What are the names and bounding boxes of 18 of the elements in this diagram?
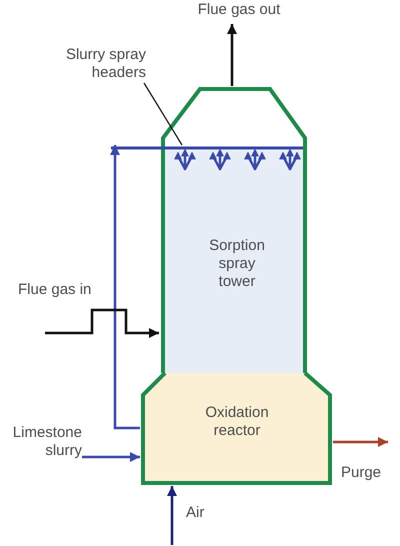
edge-label: Purge	[341, 464, 382, 482]
spray-header	[110, 145, 305, 172]
arrow	[45, 308, 159, 338]
edge-label: Air	[186, 504, 204, 522]
callout-label: Slurry spray headers	[50, 46, 146, 83]
arrow	[227, 24, 237, 86]
edge-label: Flue gas in	[18, 281, 92, 299]
reactor-label: Oxidation reactor	[204, 404, 270, 440]
arrow	[167, 486, 177, 545]
tower-label: Sorption spray tower	[208, 237, 266, 291]
inlet-label: Limestone slurry	[4, 424, 82, 461]
arrow	[110, 145, 140, 430]
leader-line	[143, 82, 183, 146]
oxidation-reactor	[140, 371, 333, 486]
arrow	[82, 452, 140, 462]
arrow	[333, 437, 388, 447]
spray-tower	[159, 86, 309, 373]
outlet-label: Flue gas out	[190, 1, 288, 24]
